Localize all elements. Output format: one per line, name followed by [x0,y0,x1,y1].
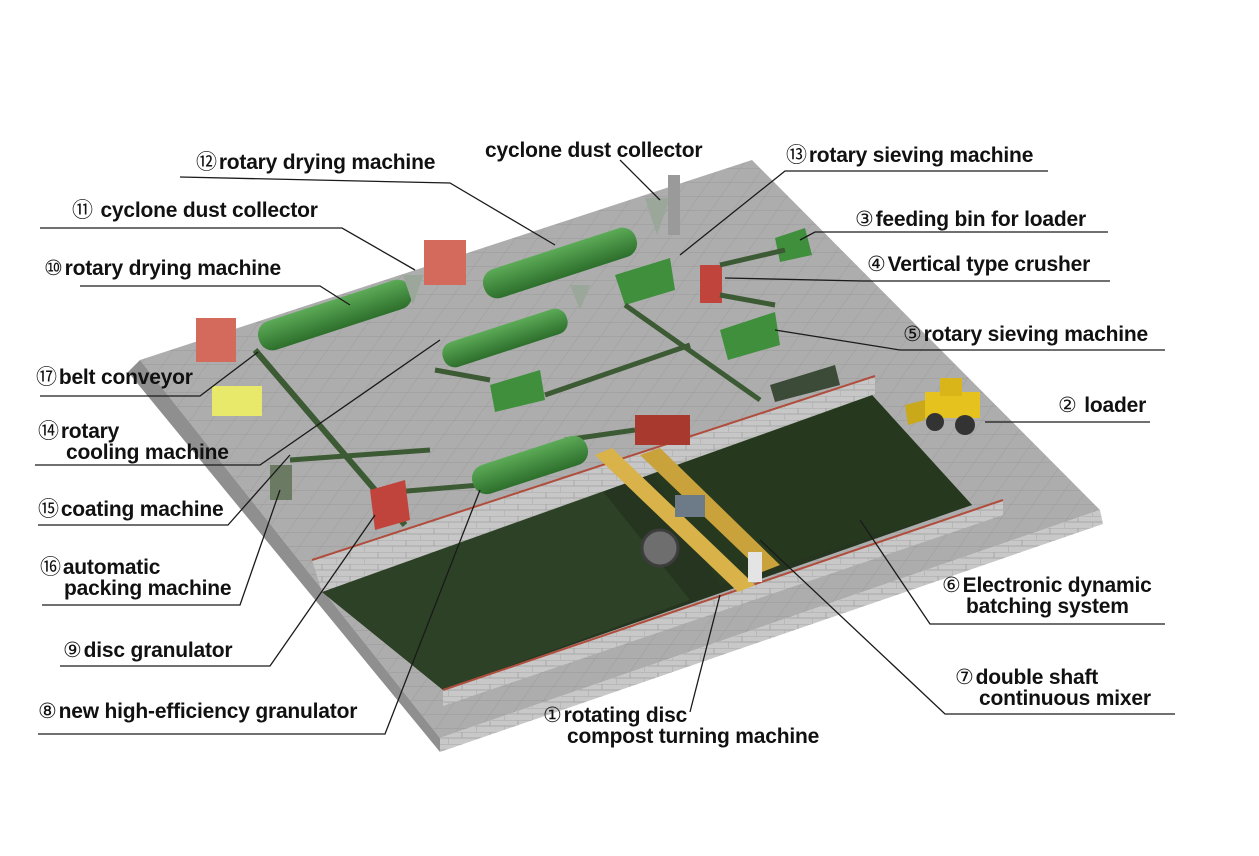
label-text: coating machine [60,498,224,521]
label-number: ⑧ [38,700,57,723]
label-text: feeding bin for loader [875,208,1086,231]
label-1-rotating-disc-compost-turning: ①rotating disc compost turning machine [543,705,819,747]
label-number: ⑥ [942,574,961,597]
label-3-feeding-bin: ③feeding bin for loader [855,209,1086,230]
label-text: rotary sieving machine [923,323,1149,346]
machinery [196,175,980,530]
label-17-belt-conveyor: ⑰belt conveyor [36,367,193,388]
label-number: ⑨ [63,639,82,662]
label-9-disc-granulator: ⑨disc granulator [63,639,233,662]
label-10-rotary-drying-machine: ⑩rotary drying machine [44,258,281,279]
label-text-line2: cooling machine [66,441,229,464]
label-text: disc granulator [83,639,233,662]
label-number: ① [543,704,562,727]
label-number: ⑤ [903,323,922,346]
label-text: cyclone dust collector [485,139,703,162]
label-text-line2: batching system [966,595,1129,618]
loader-vehicle [905,378,980,435]
label-number: ⑩ [44,257,63,280]
label-15-coating-machine: ⑮coating machine [38,499,224,520]
compost-turning-machine [595,448,780,592]
label-number: ② [1058,394,1077,417]
label-13-rotary-sieving-machine: ⑬rotary sieving machine [786,145,1033,166]
label-number: ⑦ [955,666,974,689]
label-number: ⑮ [38,498,59,521]
label-text-line1: rotary [60,420,120,443]
label-text-line1: automatic [62,556,161,579]
label-text: rotary drying machine [64,257,282,280]
label-6-electronic-batching: ⑥Electronic dynamic batching system [942,575,1152,617]
label-text: new high-efficiency granulator [58,700,358,723]
label-16-automatic-packing-machine: ⑯automatic packing machine [40,556,232,600]
label-text: belt conveyor [58,366,193,389]
label-11-cyclone-dust-collector: ⑪ cyclone dust collector [72,200,318,221]
label-12-rotary-drying-machine: ⑫rotary drying machine [196,152,435,173]
label-text: cyclone dust collector [100,199,318,222]
label-number: ⑯ [40,556,61,579]
label-number: ⑭ [38,420,59,443]
label-4-vertical-crusher: ④Vertical type crusher [867,254,1090,275]
label-text: loader [1084,394,1147,417]
label-number: ⑪ [72,199,93,222]
label-5-rotary-sieving-machine: ⑤rotary sieving machine [903,324,1148,345]
label-text: rotary sieving machine [808,144,1034,167]
label-number: ⑬ [786,144,807,167]
label-2-loader: ② loader [1058,395,1146,416]
label-text-line1: rotating disc [563,704,688,727]
label-cyclone-dust-collector-top: cyclone dust collector [485,139,703,162]
label-text-line2: continuous mixer [979,687,1151,710]
label-number: ④ [867,253,886,276]
label-text-line2: packing machine [64,577,232,600]
label-number: ⑫ [196,151,217,174]
label-text: Vertical type crusher [887,253,1091,276]
label-text: rotary drying machine [218,151,436,174]
leader-lines [35,159,1175,735]
label-text-line1: Electronic dynamic [962,574,1152,597]
label-14-rotary-cooling-machine: ⑭rotary cooling machine [38,421,229,463]
label-8-high-efficiency-granulator: ⑧new high-efficiency granulator [38,701,357,722]
label-text-line2: compost turning machine [567,725,820,748]
label-number: ③ [855,208,874,231]
label-number: ⑰ [36,366,57,389]
label-text-line1: double shaft [975,666,1099,689]
label-7-double-shaft-mixer: ⑦double shaft continuous mixer [955,667,1151,709]
